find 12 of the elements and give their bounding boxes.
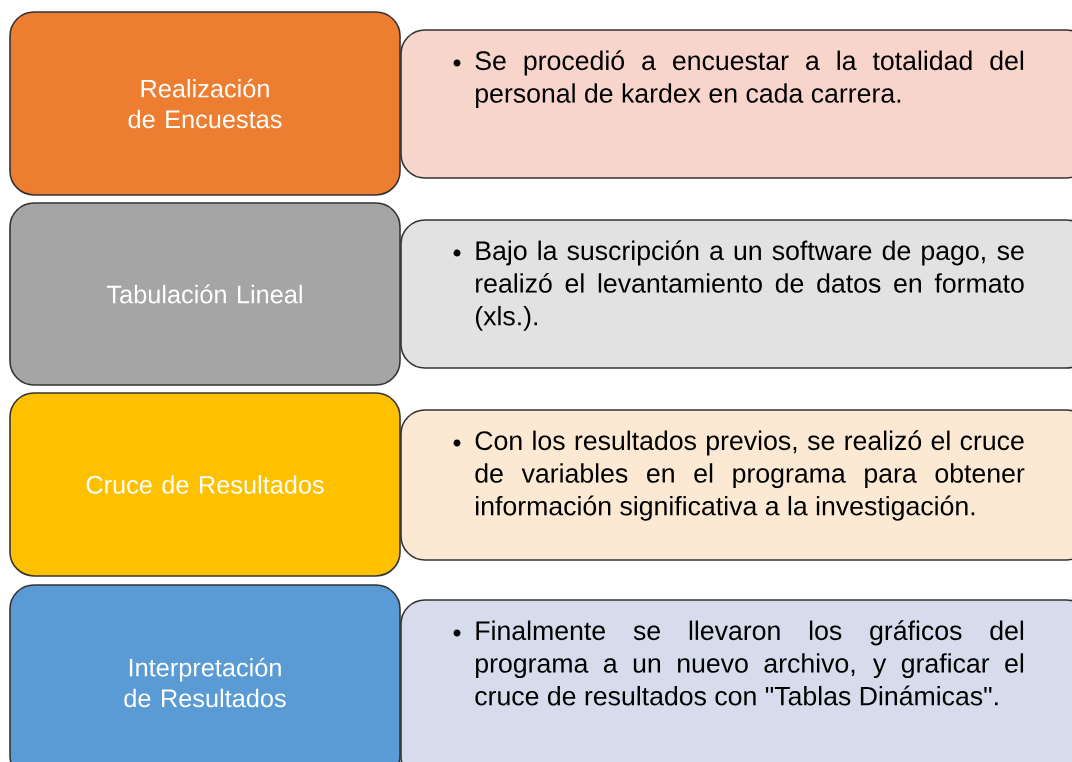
description-box	[400, 29, 1072, 179]
step-box: Tabulación Lineal	[9, 202, 401, 386]
description-text: Bajo la suscripción a un software de pago, se realizó el levantamiento de datos en formato (xls.).	[475, 240, 1024, 331]
description-box	[400, 599, 1072, 762]
description-text: Finalmente se llevaron los gráficos del programa a un nuevo archivo, y graficar el cruce de resultados con "Tablas Dinámicas".	[475, 620, 1024, 706]
step-box: Interpretación de Resultados	[9, 584, 401, 762]
step-box: Cruce de Resultados	[9, 392, 401, 577]
description-text: Con los resultados previos, se realizó el cruce de variables en el programa para obtener información significativa a la investigación.	[475, 430, 1025, 521]
description-box	[400, 409, 1072, 561]
step-box: Realización de Encuestas	[9, 11, 401, 196]
description-text: Se procedió a encuestar a la totalidad del personal de kardex en cada carrera.	[475, 50, 1024, 109]
description-box	[400, 219, 1072, 369]
